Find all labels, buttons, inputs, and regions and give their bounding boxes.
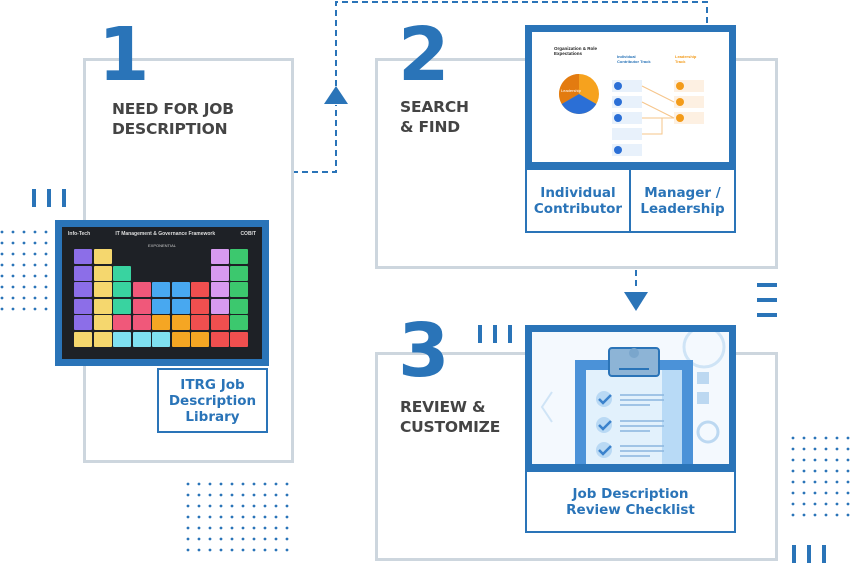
- framework-cell: [152, 298, 170, 314]
- framework-cell: [132, 282, 151, 297]
- framework-cell: [132, 298, 151, 314]
- framework-cell: [191, 298, 209, 314]
- framework-cell: [171, 331, 190, 347]
- framework-cell: [152, 282, 170, 297]
- framework-cell: [93, 298, 112, 314]
- manager-leadership-button[interactable]: Manager /Leadership: [629, 168, 736, 233]
- step-3-number: 3: [398, 308, 450, 394]
- framework-cell: [230, 298, 248, 314]
- framework-cell: [74, 265, 92, 281]
- framework-cell: [230, 249, 248, 264]
- brand-text: Info-Tech: [68, 231, 91, 237]
- step-3-title: REVIEW &CUSTOMIZE: [400, 398, 501, 436]
- framework-cell: [74, 249, 92, 264]
- step-1-number: 1: [98, 12, 150, 98]
- framework-cell: [132, 331, 151, 347]
- framework-cell: [210, 315, 229, 330]
- step-2-number: 2: [398, 12, 450, 98]
- framework-cell: [230, 265, 248, 281]
- step-2-title: SEARCH& FIND: [400, 98, 469, 136]
- framework-cell: [210, 249, 229, 264]
- framework-cell: [74, 331, 92, 347]
- framework-cell: [113, 315, 131, 330]
- framework-cell: [113, 298, 131, 314]
- framework-cell: [93, 249, 112, 264]
- arrow-up-icon: [324, 86, 348, 104]
- framework-cell: [152, 331, 170, 347]
- arrow-down-icon: [624, 292, 648, 311]
- framework-cell: [191, 331, 209, 347]
- clipboard-checklist-icon: [532, 332, 729, 464]
- pie-chart-icon: [559, 74, 599, 114]
- framework-heading: IT Management & Governance Framework: [115, 231, 216, 237]
- role-expectations-image: Organization & Role Expectations Individ…: [525, 25, 736, 169]
- framework-cell: [230, 315, 248, 330]
- framework-cell: [191, 282, 209, 297]
- framework-cell: [93, 315, 112, 330]
- connector-top: [335, 1, 708, 86]
- framework-cell: [93, 265, 112, 281]
- cobit-tag: COBIT: [240, 231, 256, 237]
- bars-decoration: [32, 189, 826, 563]
- framework-cell: [171, 298, 190, 314]
- framework-cell: [74, 282, 92, 297]
- framework-cell: [210, 282, 229, 297]
- framework-cell: [210, 265, 229, 281]
- framework-cell: [191, 315, 209, 330]
- framework-cell: [74, 315, 92, 330]
- framework-cell: [152, 315, 170, 330]
- framework-cell: [113, 265, 131, 281]
- framework-cell: [210, 331, 229, 347]
- framework-cell: [171, 282, 190, 297]
- framework-cell: [210, 298, 229, 314]
- framework-cell: [230, 331, 248, 347]
- framework-cell: [132, 315, 151, 330]
- framework-cell: [171, 315, 190, 330]
- framework-cell: [93, 331, 112, 347]
- framework-cell: [74, 298, 92, 314]
- clipboard-checklist-image: [525, 325, 736, 471]
- framework-image: Info-Tech IT Management & Governance Fram…: [55, 220, 269, 366]
- partner-text: EXPONENTIAL: [147, 243, 176, 248]
- framework-cell: [93, 282, 112, 297]
- framework-cell: [230, 282, 248, 297]
- framework-cell: [113, 282, 131, 297]
- framework-grid: [74, 249, 250, 349]
- framework-cell: [113, 331, 131, 347]
